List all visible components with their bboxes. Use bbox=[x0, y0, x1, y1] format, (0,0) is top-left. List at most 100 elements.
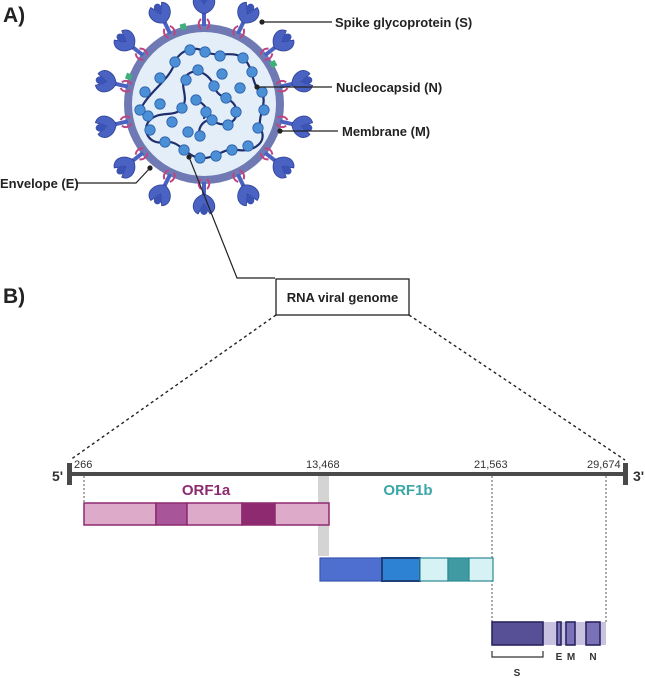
membrane-protein-shape bbox=[119, 79, 133, 93]
nucleocapsid-bead bbox=[200, 106, 212, 118]
orf1b-segment-4 bbox=[447, 557, 470, 582]
membrane-protein-shape bbox=[197, 18, 211, 30]
nucleocapsid-bead bbox=[222, 119, 234, 131]
nucleocapsid-bead bbox=[194, 152, 206, 164]
membrane-protein-icon bbox=[259, 147, 274, 161]
spike-icon bbox=[192, 182, 216, 215]
nucleocapsid-bead bbox=[159, 136, 171, 148]
spike-icon bbox=[192, 0, 216, 26]
spike-stalk bbox=[279, 119, 295, 127]
spike-icon bbox=[279, 115, 314, 138]
membrane-protein-shape bbox=[134, 47, 149, 61]
spike-stalk bbox=[130, 45, 145, 57]
gene-s-block bbox=[491, 621, 544, 646]
nucleocapsid-bead bbox=[226, 144, 238, 156]
spike-head bbox=[237, 184, 260, 207]
spike-stalk bbox=[202, 182, 206, 196]
nucleocapsid-bead bbox=[192, 64, 204, 76]
membrane-protein-shape bbox=[119, 115, 133, 129]
spike-icon bbox=[236, 1, 260, 35]
spike-head bbox=[272, 156, 295, 179]
spike-tip bbox=[116, 33, 126, 43]
membrane-protein-shape bbox=[275, 115, 289, 129]
spike-head bbox=[237, 1, 260, 24]
membrane-protein-icon bbox=[162, 25, 176, 39]
spike-callout-dot bbox=[259, 19, 265, 25]
spike-icon bbox=[263, 151, 295, 179]
spike-tip bbox=[282, 165, 292, 175]
membrane-protein-icon bbox=[232, 25, 246, 39]
spike-icon bbox=[113, 151, 145, 179]
spike-head bbox=[148, 1, 171, 24]
virion-illustration bbox=[94, 0, 314, 215]
membrane-protein-icon bbox=[259, 47, 274, 61]
gene-e-block bbox=[556, 621, 562, 646]
gene-s-bracket bbox=[491, 651, 544, 658]
orf1a-segment-1 bbox=[83, 502, 157, 526]
spike-stalk bbox=[236, 173, 246, 188]
spike-stalk bbox=[162, 173, 172, 188]
nucleocapsid-bead bbox=[210, 150, 222, 162]
nucleocapsid-bead bbox=[237, 52, 249, 64]
spike-tip bbox=[153, 194, 163, 205]
spike-stalk bbox=[113, 81, 129, 89]
spike-head bbox=[113, 29, 136, 52]
spike-head bbox=[291, 115, 314, 138]
nucleocapsid-bead bbox=[206, 114, 218, 126]
nucleocapsid-bead bbox=[166, 116, 178, 128]
membrane-protein-icon bbox=[134, 47, 149, 61]
membrane-protein-shape bbox=[162, 25, 176, 39]
nucleocapsid-bead bbox=[154, 98, 166, 110]
orf1a-segment-3 bbox=[186, 502, 243, 526]
genome-callout-dot bbox=[186, 154, 192, 160]
nucleocapsid-beads bbox=[134, 44, 270, 164]
nucleocapsid-bead bbox=[252, 122, 264, 134]
membrane-label: Membrane (M) bbox=[342, 124, 430, 139]
spike-tip bbox=[245, 194, 255, 205]
nucleocapsid-bead bbox=[169, 56, 181, 68]
orf1b-segment-1 bbox=[319, 557, 383, 582]
position-label-29674: 29,674 bbox=[587, 459, 621, 471]
spike-head bbox=[148, 184, 171, 207]
spike-icon bbox=[113, 29, 145, 57]
membrane-protein-icon bbox=[197, 178, 211, 190]
spike-icon bbox=[94, 70, 129, 93]
membrane-protein-icon bbox=[232, 169, 246, 183]
spike-stalk bbox=[263, 45, 278, 57]
spike-icon bbox=[263, 29, 295, 57]
zoom-line-left bbox=[69, 314, 277, 461]
nucleocapsid-bead bbox=[242, 140, 254, 152]
spike-icon bbox=[94, 115, 129, 138]
orf1b-segment-3 bbox=[419, 557, 449, 582]
nucleocapsid-callout-dot bbox=[254, 84, 260, 90]
axis-cap-right bbox=[623, 463, 628, 485]
envelope-callout-line bbox=[76, 167, 151, 184]
five-prime-label: 5' bbox=[52, 468, 63, 484]
spike-head bbox=[94, 70, 117, 93]
gene-e-label: E bbox=[556, 652, 563, 663]
envelope-proteins bbox=[124, 23, 278, 81]
position-label-21563: 21,563 bbox=[474, 459, 508, 471]
spike-tip bbox=[200, 0, 208, 3]
gene-m-block bbox=[565, 621, 576, 646]
nucleocapsid-bead bbox=[176, 102, 188, 114]
spike-stalk bbox=[113, 119, 129, 127]
spike-icon bbox=[236, 173, 260, 207]
nucleocapsid-bead bbox=[184, 44, 196, 56]
nucleocapsid-bead bbox=[182, 126, 194, 138]
gene-s-label: S bbox=[514, 668, 521, 678]
panel-a-label: A) bbox=[3, 4, 25, 27]
nucleocapsid-bead bbox=[246, 66, 258, 78]
spike-tip bbox=[95, 76, 106, 85]
spike-tip bbox=[302, 76, 313, 85]
spike-stalk bbox=[202, 12, 206, 26]
envelope-protein-icon bbox=[269, 59, 278, 69]
orf1a-label: ORF1a bbox=[182, 482, 231, 499]
position-label-13468: 13,468 bbox=[306, 459, 340, 471]
position-label-266: 266 bbox=[74, 459, 92, 471]
nucleocapsid-bead bbox=[234, 82, 246, 94]
spike-tip bbox=[282, 33, 292, 43]
envelope-protein-icon bbox=[124, 72, 133, 81]
nucleocapsid-bead bbox=[199, 46, 211, 58]
spike-head bbox=[272, 29, 295, 52]
